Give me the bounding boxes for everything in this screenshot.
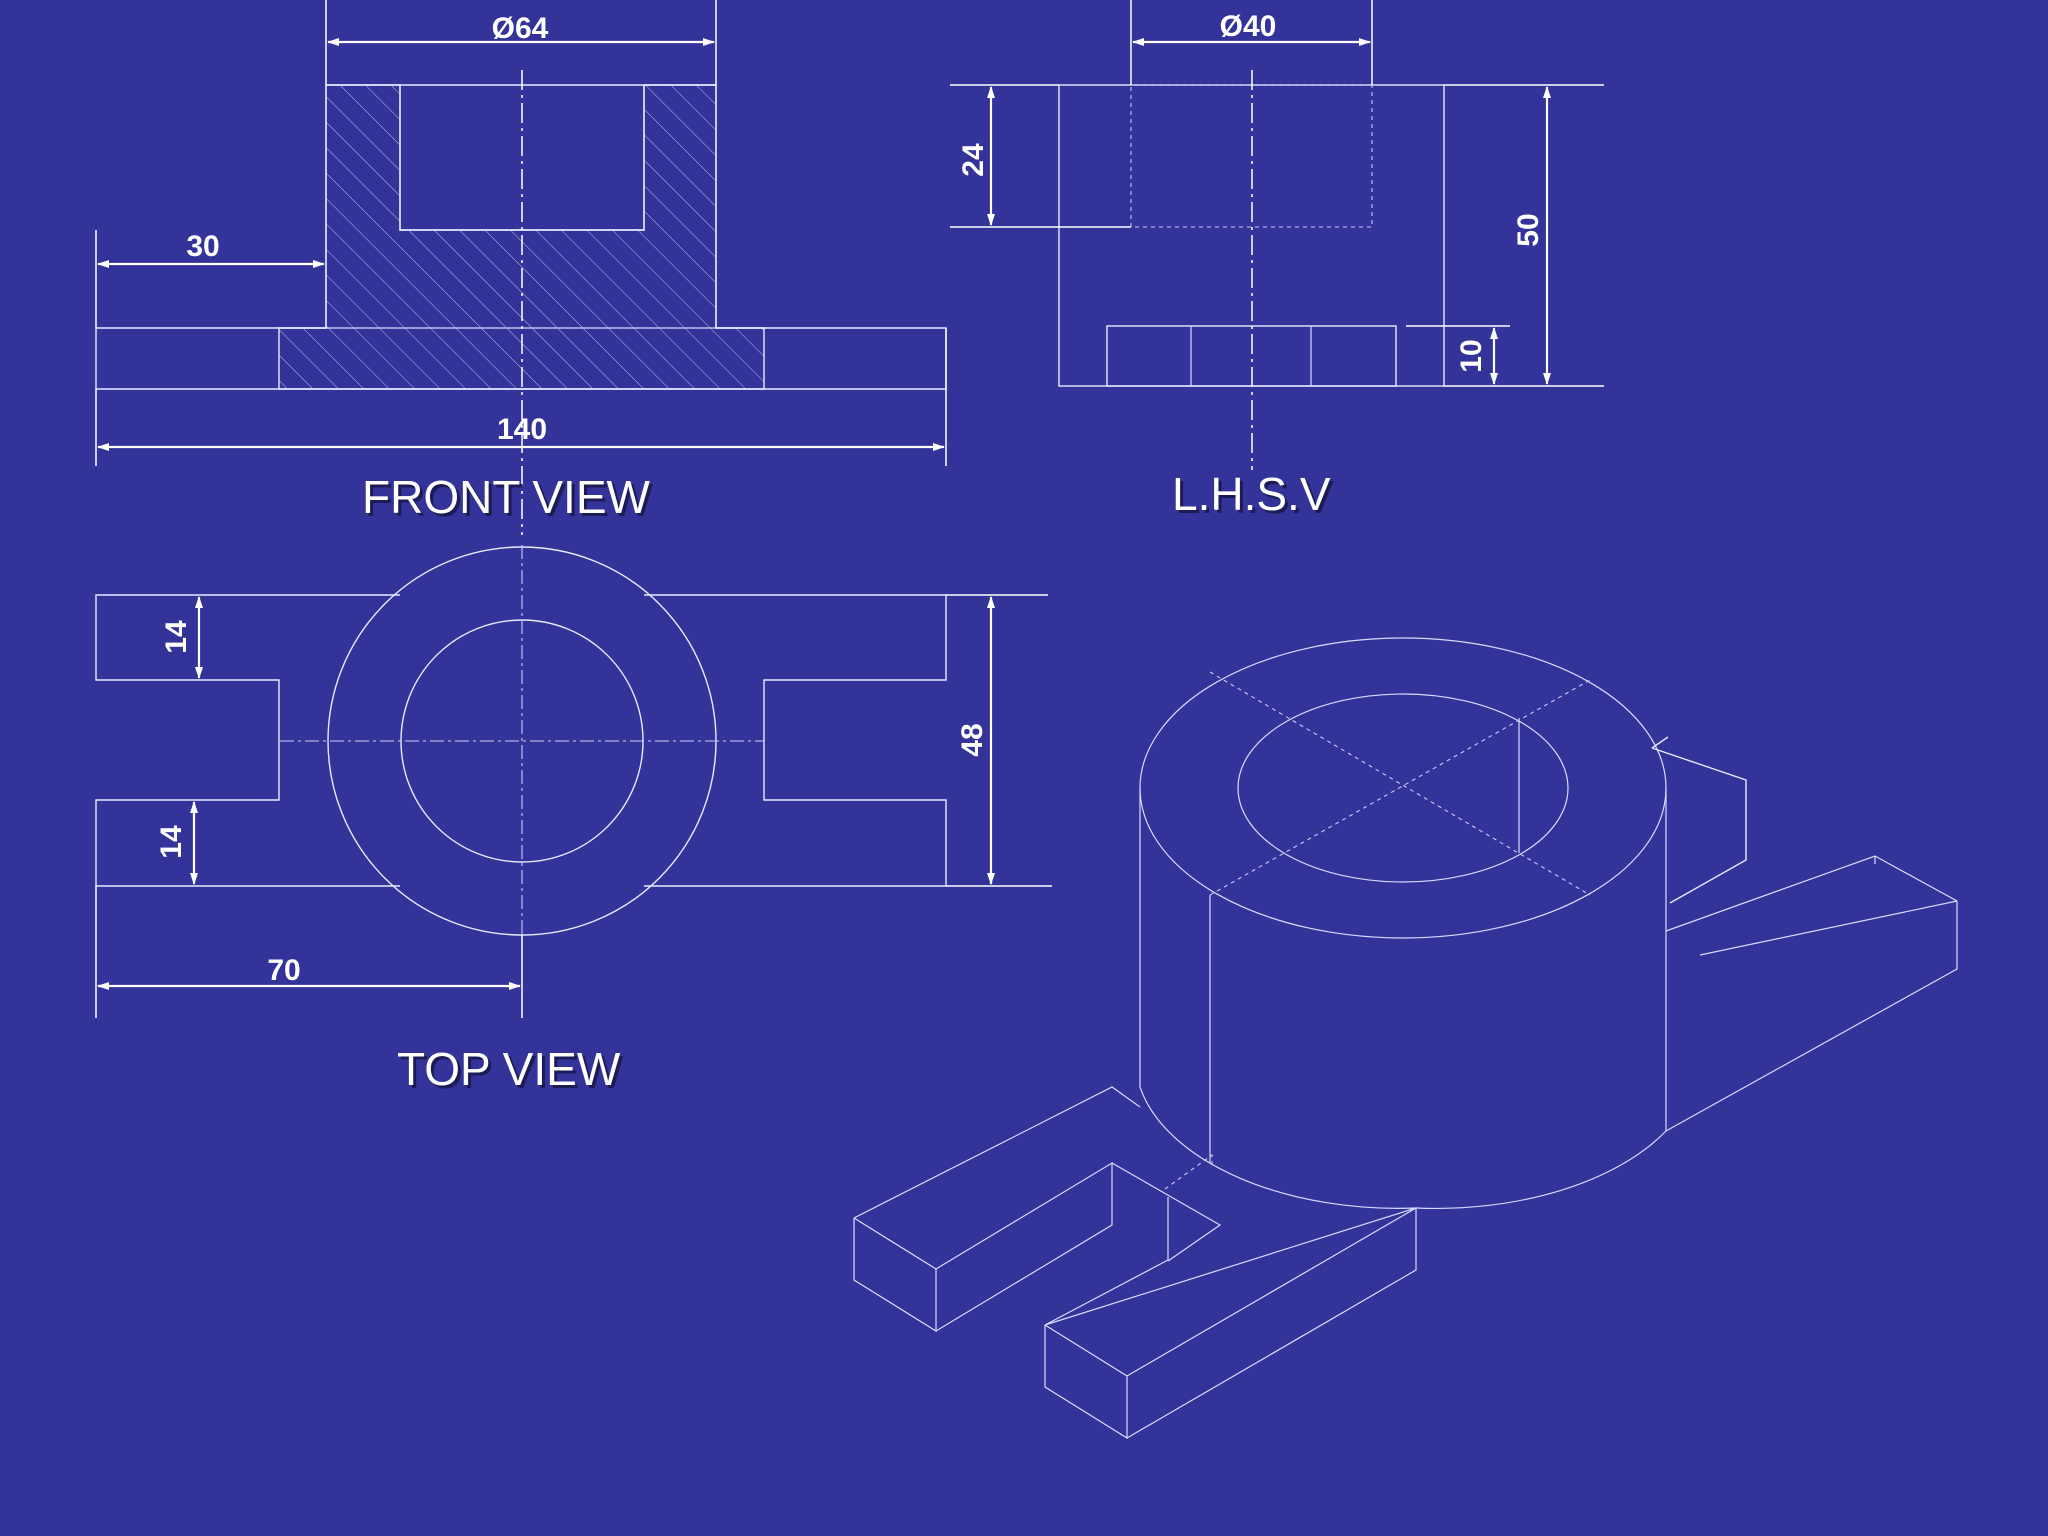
- iso-cylinder-lower-edge: [1415, 1130, 1667, 1209]
- side-base-dim-text: 10: [1455, 339, 1488, 372]
- top-slot-lower-dim-text: 14: [155, 825, 188, 859]
- top-width-dim-text: 48: [956, 723, 989, 756]
- top-center-dim-text: 70: [267, 954, 300, 987]
- side-view: Ø40 24 50 10 L.H.S.V L.H.S.V: [950, 0, 1604, 523]
- front-view-title-shadow: FRONT VIEW: [365, 474, 654, 526]
- isometric-view: [853, 637, 1958, 1440]
- iso-cylinder-top: [1139, 637, 1667, 939]
- side-view-title-shadow: L.H.S.V: [1175, 471, 1334, 523]
- iso-right-tab: [1651, 736, 1747, 904]
- iso-left-arm: [853, 1086, 1222, 1333]
- top-left-arm: [95, 594, 400, 887]
- top-slot-upper-dim-text: 14: [160, 620, 193, 654]
- front-len-dim-text: 140: [497, 413, 547, 446]
- top-right-arm: [644, 594, 947, 887]
- iso-right-arm: [1665, 855, 1958, 1132]
- iso-cylinder-sides: [1139, 788, 1667, 1209]
- top-view-title: TOP VIEW: [397, 1043, 621, 1095]
- iso-slot-floor: [1044, 1197, 1417, 1440]
- side-depth-dim-text: 24: [957, 143, 990, 177]
- front-view: Ø64 30 140 FRONT VIEW FRONT VIEW: [95, 0, 947, 535]
- iso-bore-top: [1237, 693, 1569, 883]
- iso-diag-2: [1209, 679, 1591, 896]
- front-view-title: FRONT VIEW: [362, 471, 651, 523]
- iso-diag-1: [1209, 671, 1591, 896]
- side-dia-dim-text: Ø40: [1220, 10, 1277, 43]
- front-dia-dim-text: Ø64: [492, 12, 549, 45]
- side-view-title: L.H.S.V: [1172, 468, 1331, 520]
- front-offset-dim-text: 30: [186, 230, 219, 263]
- side-height-dim-text: 50: [1512, 213, 1545, 246]
- top-view: 14 14 48 70 TOP VIEW TOP VIEW: [95, 545, 1052, 1098]
- top-view-title-shadow: TOP VIEW: [400, 1046, 624, 1098]
